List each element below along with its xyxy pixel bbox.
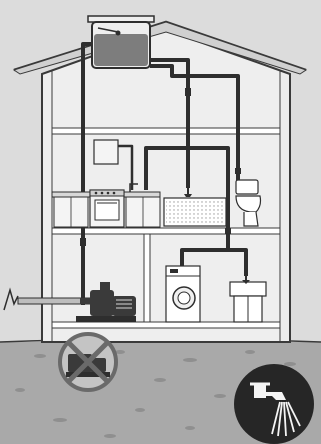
bathtub-icon (163, 188, 227, 227)
main-down-pipe (150, 64, 240, 182)
wall-cabinet (93, 139, 119, 165)
kitchen-branch-pipe (144, 102, 190, 190)
tank-water (94, 34, 148, 66)
house (12, 20, 308, 343)
roof (12, 21, 308, 75)
attic-floor (51, 127, 281, 135)
sink-branch-pipe (228, 248, 248, 276)
upper-floor-slab (51, 227, 281, 235)
ground-floor-slab (51, 321, 281, 329)
toilet-icon (235, 179, 262, 227)
interior-wall (143, 233, 151, 323)
faucet-strong-flow-icon (234, 364, 314, 444)
stove-icon (89, 189, 125, 228)
prohibited-underground-pump-icon (58, 332, 118, 392)
roof-water-tank-icon (87, 15, 155, 69)
utility-sink-icon (229, 276, 267, 323)
pipe-valves (80, 88, 241, 246)
booster-pump-icon (76, 282, 136, 322)
washing-machine-icon (165, 265, 201, 323)
ground-texture (15, 350, 296, 438)
